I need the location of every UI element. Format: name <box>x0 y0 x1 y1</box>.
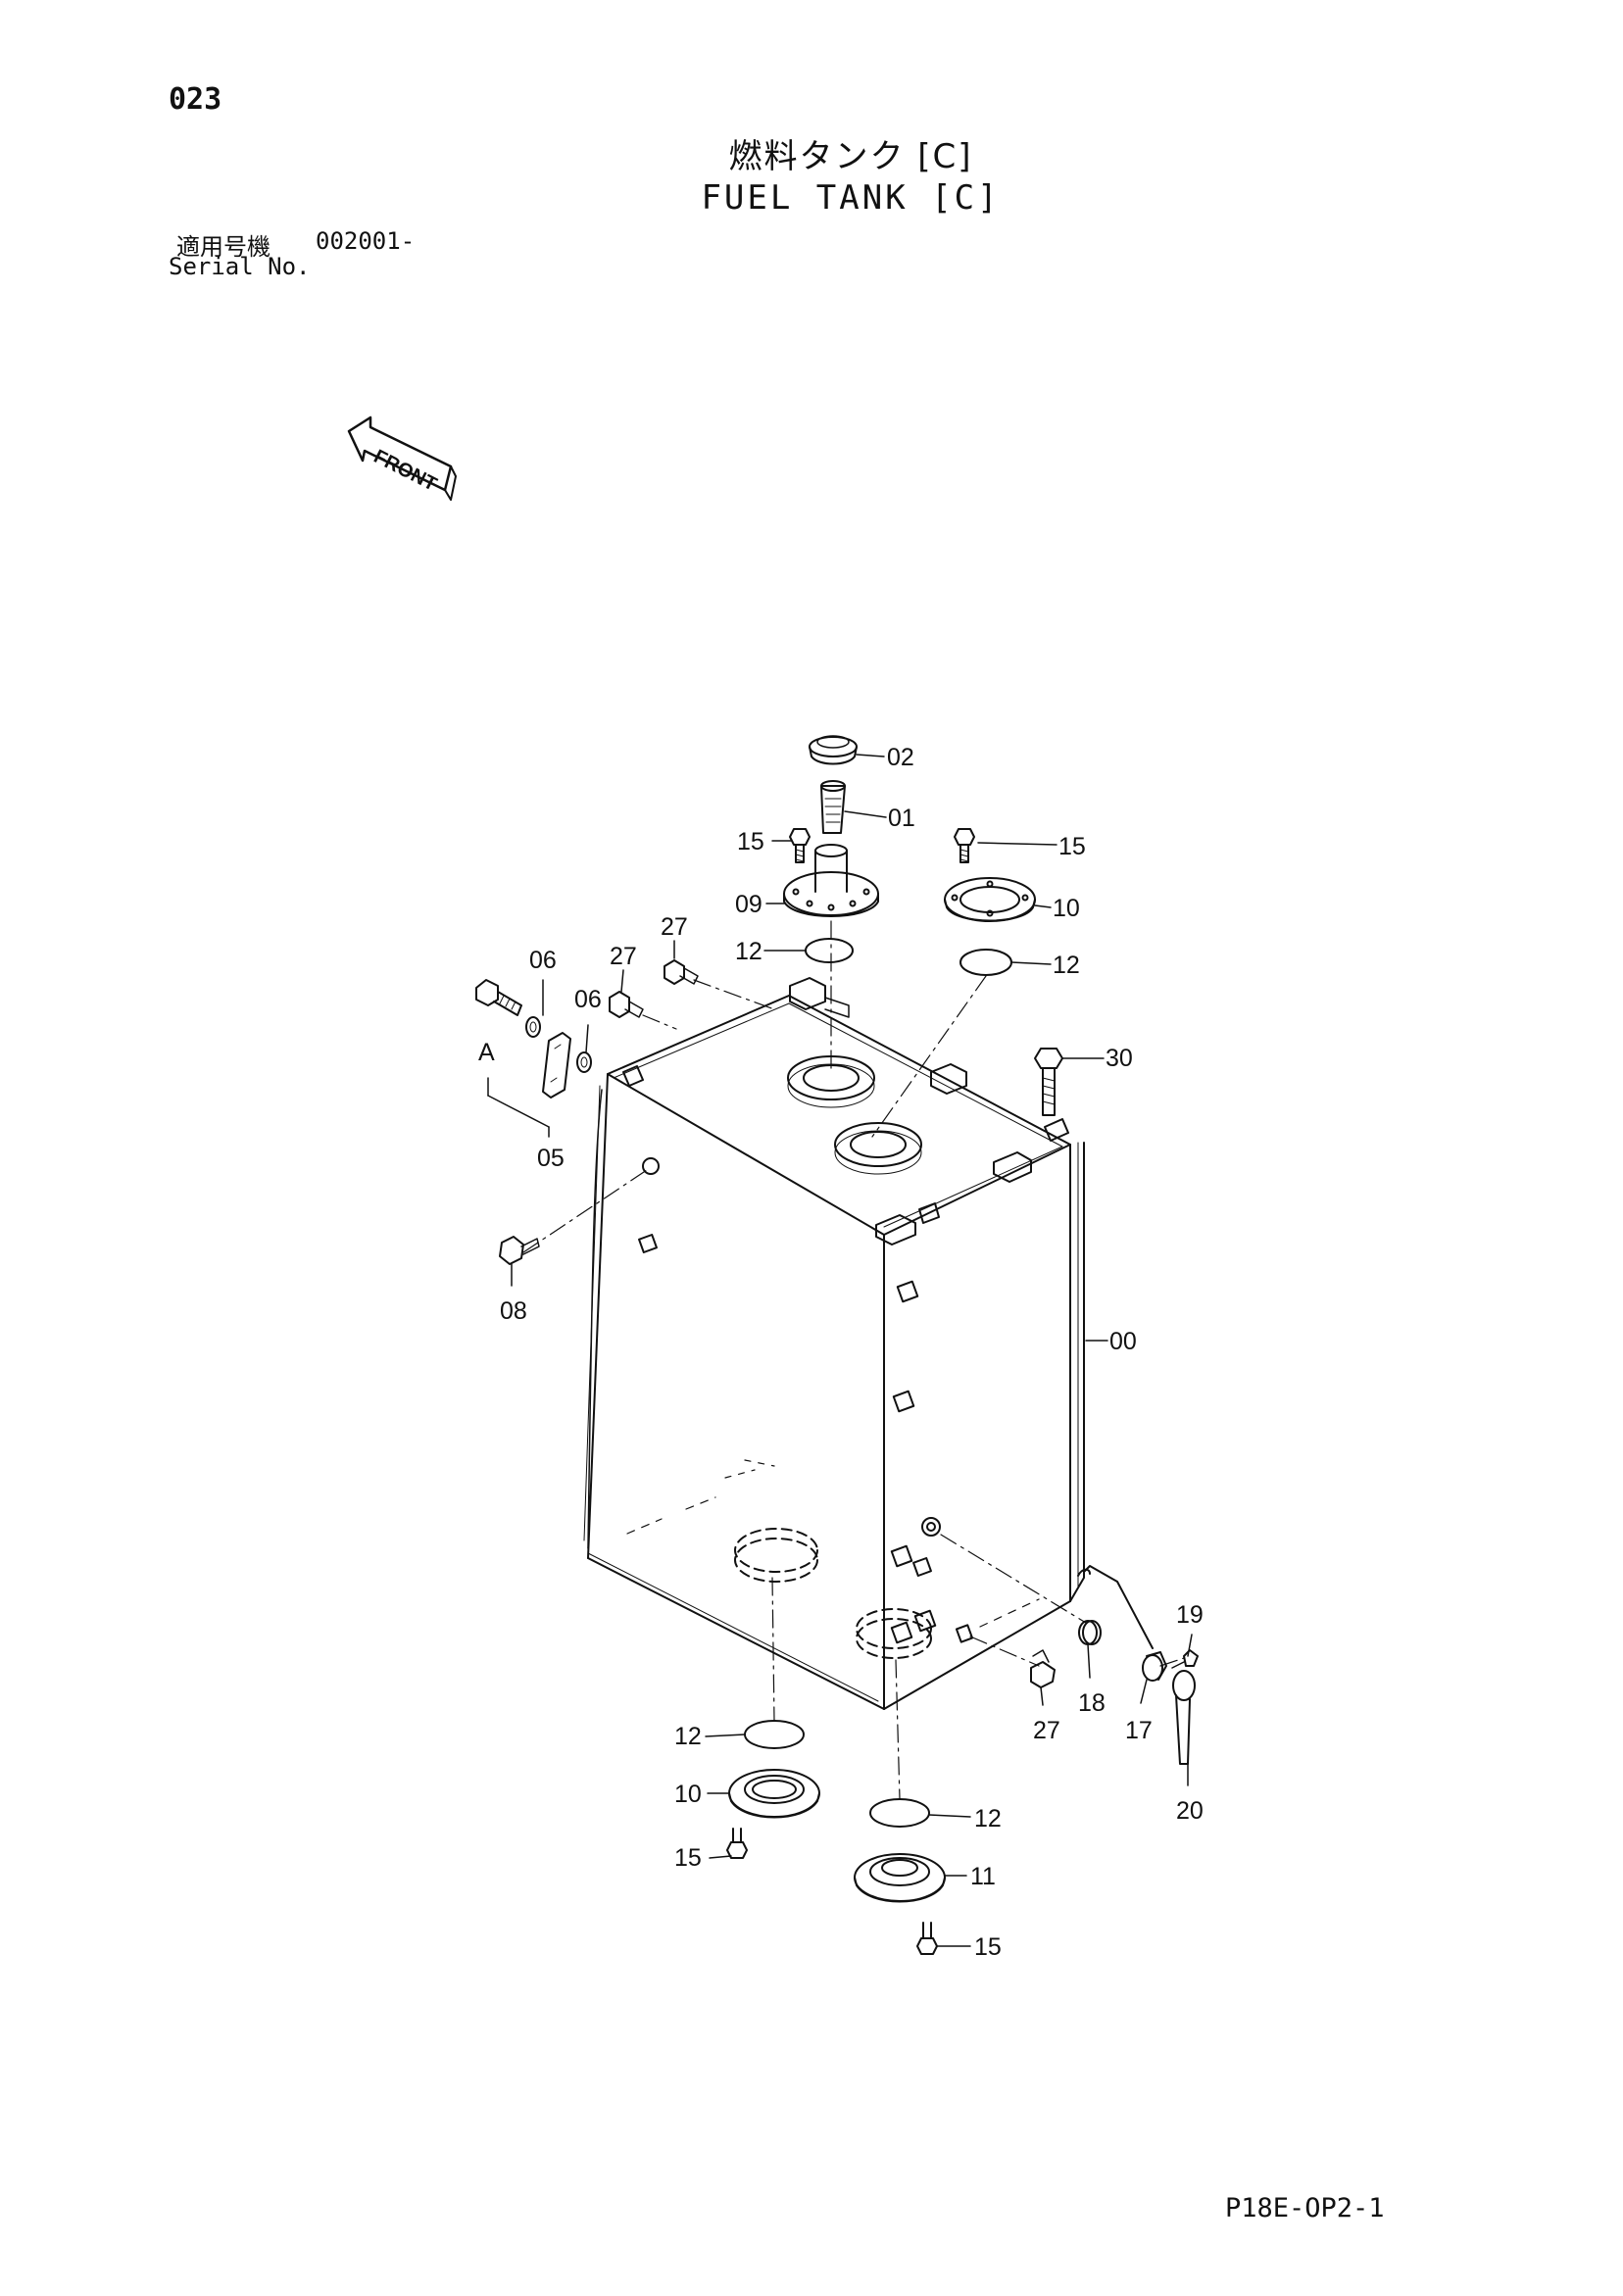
callout-11: 11 <box>970 1863 996 1890</box>
retaining-plate-05 <box>542 1032 571 1099</box>
bolt-30 <box>1034 1048 1063 1116</box>
callout-15-top-left: 15 <box>737 828 764 855</box>
bolt-15-bottom-left <box>726 1828 748 1859</box>
callout-09: 09 <box>735 891 762 918</box>
callout-17: 17 <box>1125 1717 1153 1744</box>
callout-27-middle: 27 <box>610 943 637 970</box>
level-gauge-17 <box>1077 1565 1167 1682</box>
callout-18: 18 <box>1078 1689 1106 1717</box>
callout-27-upper: 27 <box>661 913 688 941</box>
callout-19: 19 <box>1176 1601 1204 1629</box>
serial-label-japanese: 適用号機 <box>176 233 270 261</box>
callout-10-top: 10 <box>1053 895 1080 922</box>
grommet-18 <box>1078 1620 1102 1645</box>
callout-06-upper: 06 <box>529 947 557 974</box>
top-cover-plate <box>944 877 1036 922</box>
serial-label-english: Serial No. <box>169 253 311 280</box>
level-sensor-20 <box>1172 1670 1196 1765</box>
callout-10-bottom: 10 <box>674 1781 702 1808</box>
callout-20: 20 <box>1176 1797 1204 1825</box>
callout-01: 01 <box>888 805 915 832</box>
bolt-15-top-right <box>954 828 975 863</box>
bottom-cover-plate-10 <box>728 1769 820 1819</box>
callout-05: 05 <box>537 1145 565 1172</box>
callout-15-top-right: 15 <box>1058 833 1086 860</box>
top-gasket-right <box>959 949 1012 976</box>
screw-19 <box>1171 1649 1199 1669</box>
bolt-A <box>475 979 522 1016</box>
bottom-gasket-right <box>869 1798 930 1828</box>
callout-15-bottom-right: 15 <box>974 1933 1002 1961</box>
bolt-15-top-left <box>789 828 811 863</box>
callout-00: 00 <box>1109 1328 1137 1355</box>
callout-12-top-left: 12 <box>735 938 762 965</box>
callout-27-lower: 27 <box>1033 1717 1060 1744</box>
callout-12-bottom-left: 12 <box>674 1723 702 1750</box>
drawing-code: P18E-OP2-1 <box>1225 2193 1385 2223</box>
bottom-gasket-left <box>744 1720 805 1749</box>
title-japanese: 燃料タンク [C] <box>728 137 973 176</box>
filler-flange <box>783 844 879 917</box>
title-english: FUEL TANK [C] <box>701 178 1001 218</box>
callout-A: A <box>478 1039 495 1066</box>
callout-02: 02 <box>887 744 914 771</box>
bolt-27-lower <box>1030 1649 1056 1688</box>
callout-12-bottom-right: 12 <box>974 1805 1002 1832</box>
callout-12-top-right: 12 <box>1053 952 1080 979</box>
washer-06-upper <box>525 1016 541 1038</box>
front-arrow-label: FRONT <box>370 446 440 496</box>
bolt-15-bottom-right <box>916 1922 938 1955</box>
washer-06-lower <box>576 1051 592 1073</box>
top-gasket-left <box>805 938 854 963</box>
bolt-27-middle <box>609 991 644 1018</box>
callout-30: 30 <box>1106 1045 1133 1072</box>
fuel-tank-body <box>583 977 1085 1710</box>
bottom-drain-cover-11 <box>854 1853 946 1903</box>
bolt-08 <box>499 1236 540 1265</box>
front-arrow-icon: FRONT <box>347 415 457 501</box>
callout-08: 08 <box>500 1297 527 1325</box>
page-number: 023 <box>169 82 222 117</box>
bolt-27-upper <box>664 959 699 985</box>
serial-number-value: 002001- <box>316 227 416 255</box>
callout-06-lower: 06 <box>574 986 602 1013</box>
filler-cap <box>809 735 858 765</box>
filler-strainer <box>820 780 846 834</box>
callout-15-bottom-left: 15 <box>674 1844 702 1872</box>
